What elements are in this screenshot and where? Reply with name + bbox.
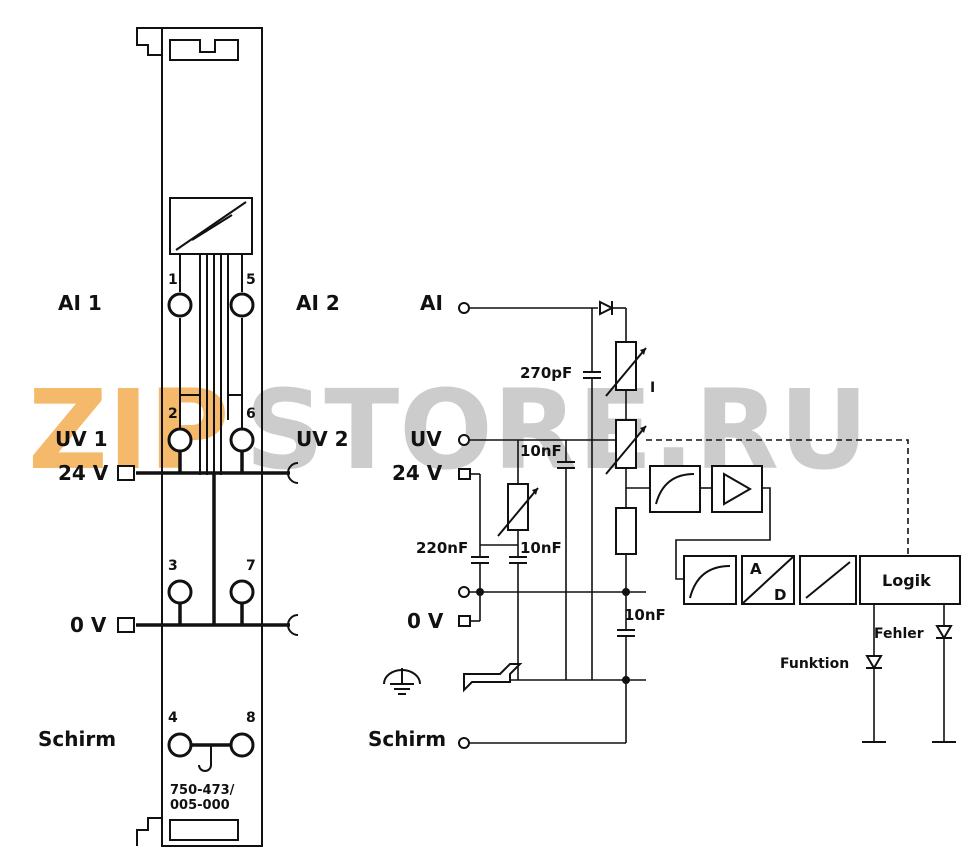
led-funktion-label: Funktion [780,656,849,672]
terminal-3 [167,579,193,605]
pin-3: 3 [168,558,178,574]
terminal-5 [229,292,255,318]
part-number-line2: 005-000 [170,798,230,813]
module-terminals [167,292,255,758]
led-funktion-icon [865,655,883,670]
terminal-1 [167,292,193,318]
pin-4: 4 [168,710,178,726]
pin-2: 2 [168,406,178,422]
connector-0v-left [117,617,135,633]
logic-block [859,555,961,605]
cap-10nf-c-label: 10nF [624,606,666,624]
terminal-8 [229,732,255,758]
pin-8: 8 [246,710,256,726]
converter-symbol [169,197,253,255]
cap-10nf-b-label: 10nF [520,539,562,557]
led-fehler-icon [935,625,953,640]
pin-5: 5 [246,272,256,288]
circuit-labels: AI UV 24 V 0 V Schirm [368,291,446,751]
module-internal-bus [179,254,243,475]
label-24v-module: 24 V [58,461,109,485]
resistor-current-mark: I [650,380,655,396]
pin-7: 7 [246,558,256,574]
part-number-line1: 750-473/ [170,783,235,798]
connector-0v-right [287,614,299,636]
label-uv1: UV 1 [55,427,108,451]
label-ai2: AI 2 [296,291,340,315]
adc-label-a: A [750,560,762,578]
filter-block-2 [683,555,737,605]
status-leds: Fehler Funktion [780,604,956,743]
din-rail-symbol [463,663,523,693]
pin-6: 6 [246,406,256,422]
circuit-label-uv: UV [410,427,442,451]
module-labels: AI 1 AI 2 UV 1 UV 2 24 V 0 V Schirm 750-… [38,291,349,813]
terminal-7 [229,579,255,605]
cap-270pf-label: 270pF [520,364,572,382]
logic-label: Logik [882,571,931,590]
ground-rails [463,588,646,744]
terminal-2 [167,427,193,453]
circuit-label-schirm: Schirm [368,727,446,751]
circuit-label-ai: AI [420,291,443,315]
pin-numbers: 1 5 2 6 3 7 4 8 [168,272,256,726]
terminal-4 [167,732,193,758]
uv-input-path: 10nF [469,439,616,680]
connector-24v-left [117,465,135,481]
watermark-suffix: STORE.RU [245,366,868,494]
resistor-chain: I 10nF [605,341,666,743]
label-ai1: AI 1 [58,291,102,315]
label-0v-module: 0 V [70,613,107,637]
led-fehler-label: Fehler [874,626,924,642]
module-housing [136,27,263,847]
label-schirm-module: Schirm [38,727,116,751]
label-uv2: UV 2 [296,427,349,451]
earth-icon [383,668,421,695]
cap-10nf-a-label: 10nF [520,442,562,460]
pin-1: 1 [168,272,178,288]
cap-220nf-label: 220nF [416,539,468,557]
supply-path: 220nF 10nF [416,440,562,680]
connector-24v-right [287,462,299,484]
watermark: ZIP STORE.RU [28,366,868,494]
signal-processing-chain: A D Logik [626,439,961,605]
circuit-label-24v: 24 V [392,461,443,485]
filter-block-1 [649,465,701,513]
terminal-6 [229,427,255,453]
module-rails [117,451,299,772]
circuit-label-0v: 0 V [407,609,444,633]
adc-label-d: D [774,586,786,604]
ai-input-path: 270pF [469,300,627,680]
amplifier-block [711,465,763,513]
